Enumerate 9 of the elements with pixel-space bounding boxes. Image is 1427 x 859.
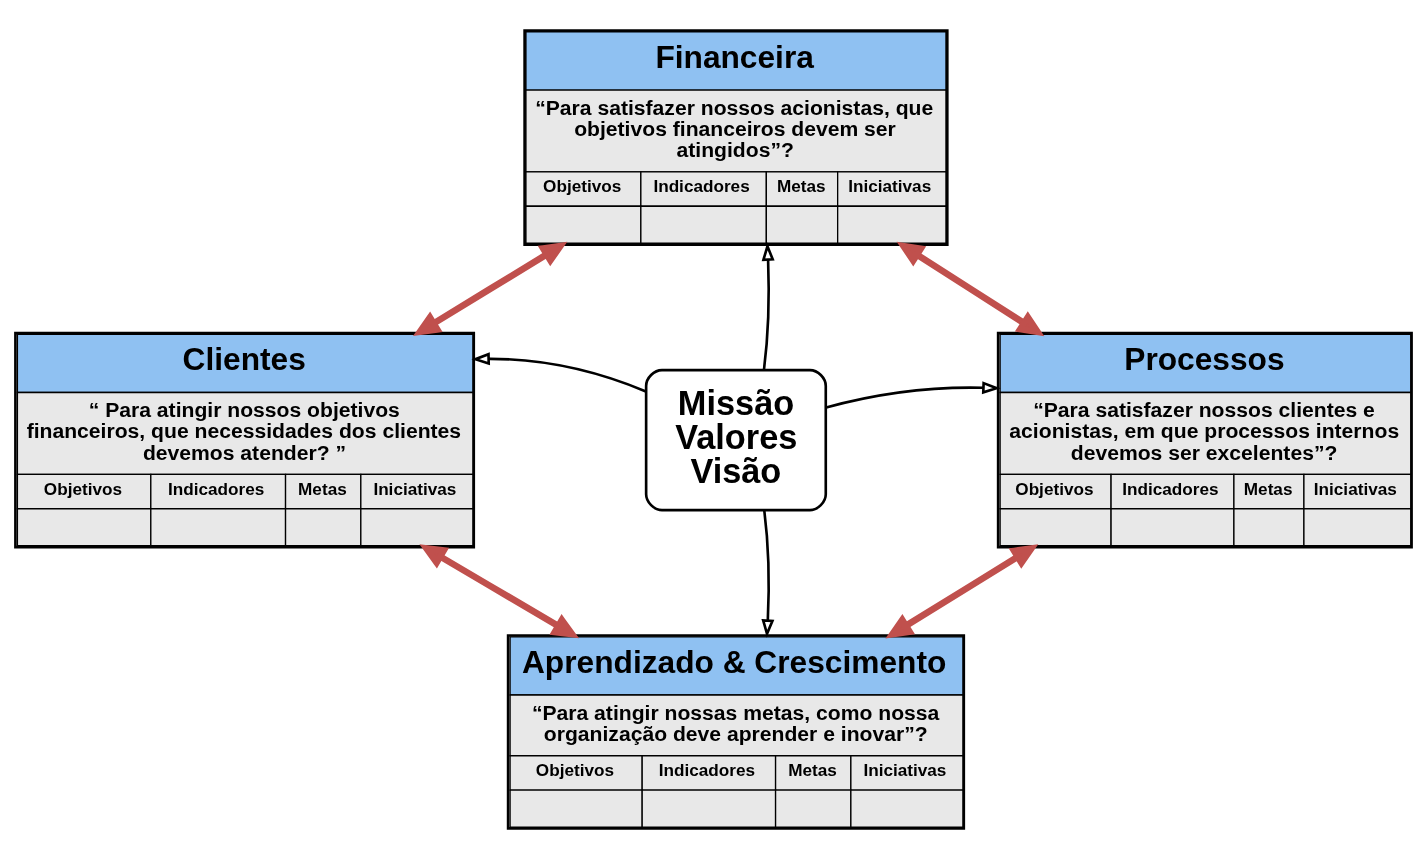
arrow (761, 510, 775, 638)
arrow (896, 241, 1045, 337)
arrow (761, 242, 775, 371)
arrow (471, 352, 647, 393)
arrow (419, 544, 580, 639)
node-box: Missão Valores Visão (644, 368, 828, 512)
arrow (413, 241, 568, 336)
arrow (885, 544, 1039, 639)
arrow (825, 381, 1001, 409)
